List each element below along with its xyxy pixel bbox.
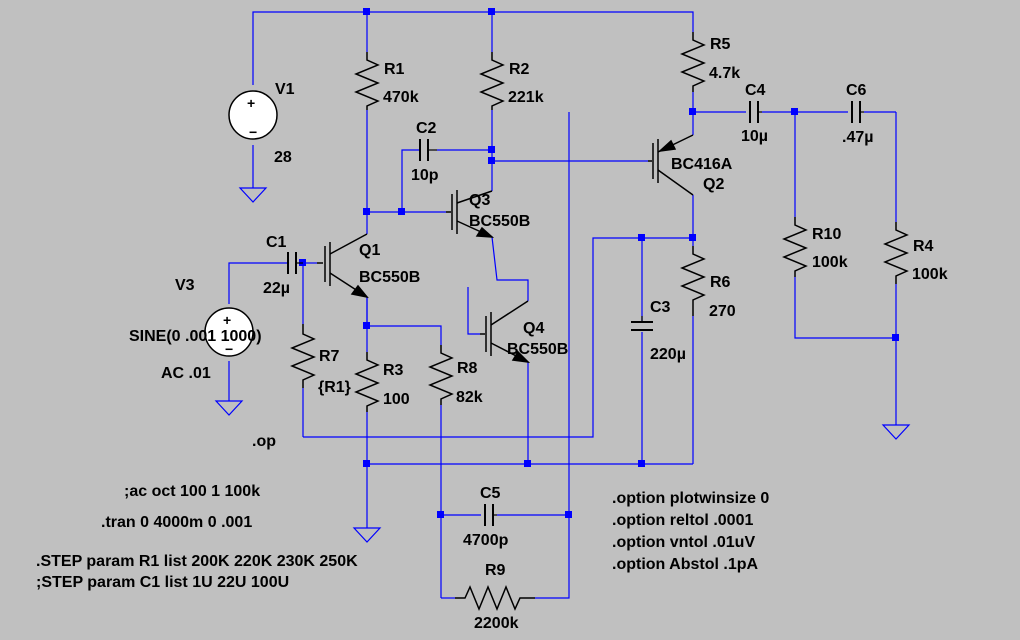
c2-value: 10p xyxy=(411,167,439,184)
svg-text:−: − xyxy=(225,341,233,357)
r1-name: R1 xyxy=(384,61,405,78)
c3-name: C3 xyxy=(650,299,671,316)
q4-name: Q4 xyxy=(523,320,544,337)
directive-tran: .tran 0 4000m 0 .001 xyxy=(101,514,252,531)
r8-value: 82k xyxy=(456,389,483,406)
v3-value: SINE(0 .001 1000) xyxy=(129,328,262,345)
q1-name: Q1 xyxy=(359,242,380,259)
r3-value: 100 xyxy=(383,391,410,408)
spice-directives: .op ;ac oct 100 1 100k .tran 0 4000m 0 .… xyxy=(36,433,769,591)
r8-name: R8 xyxy=(457,360,478,377)
directive-ac: ;ac oct 100 1 100k xyxy=(124,483,260,500)
r3-name: R3 xyxy=(383,362,404,379)
r5-name: R5 xyxy=(710,36,731,53)
c4-name: C4 xyxy=(745,82,766,99)
q1-model: BC550B xyxy=(359,269,420,286)
v3-name: V3 xyxy=(175,277,195,294)
directive-op: .op xyxy=(252,433,276,450)
r4-name: R4 xyxy=(913,238,934,255)
svg-text:+: + xyxy=(223,312,231,328)
r7-value: {R1} xyxy=(318,379,351,396)
svg-text:+: + xyxy=(247,95,255,111)
v3-ac: AC .01 xyxy=(161,365,211,382)
r6-value: 270 xyxy=(709,303,736,320)
c6-value: .47µ xyxy=(842,129,873,146)
c5-value: 4700p xyxy=(463,532,509,549)
directive-opt4: .option Abstol .1pA xyxy=(612,556,759,573)
r7-name: R7 xyxy=(319,348,340,365)
transistor-symbols xyxy=(317,134,694,364)
q2-model: BC416A xyxy=(671,156,733,173)
svg-text:−: − xyxy=(249,124,257,140)
ground-symbols xyxy=(214,187,911,543)
c1-name: C1 xyxy=(266,234,287,251)
r1-value: 470k xyxy=(383,89,419,106)
voltage-source-v3: + − xyxy=(204,307,254,357)
q4-model: BC550B xyxy=(507,341,568,358)
c3-value: 220µ xyxy=(650,346,686,363)
r10-name: R10 xyxy=(812,226,841,243)
directive-step1: .STEP param R1 list 200K 220K 230K 250K xyxy=(36,553,358,570)
wires xyxy=(228,11,897,599)
component-labels: V1 28 V3 SINE(0 .001 1000) AC .01 R1 470… xyxy=(129,36,948,632)
r2-value: 221k xyxy=(508,89,544,106)
capacitor-symbols xyxy=(287,101,861,526)
q3-name: Q3 xyxy=(469,192,490,209)
v1-value: 28 xyxy=(274,149,292,166)
r4-value: 100k xyxy=(912,266,948,283)
v1-name: V1 xyxy=(275,81,295,98)
voltage-source-v1: + − xyxy=(228,90,278,140)
directive-step2: ;STEP param C1 list 1U 22U 100U xyxy=(36,574,289,591)
capacitor-leads xyxy=(296,111,864,516)
r9-name: R9 xyxy=(485,562,506,579)
directive-opt2: .option reltol .0001 xyxy=(612,512,753,529)
r5-value: 4.7k xyxy=(709,65,740,82)
r6-name: R6 xyxy=(710,274,731,291)
q2-name: Q2 xyxy=(703,176,724,193)
c5-name: C5 xyxy=(480,485,501,502)
r10-value: 100k xyxy=(812,254,848,271)
resistor-symbols xyxy=(290,32,909,611)
q3-model: BC550B xyxy=(469,213,530,230)
c2-name: C2 xyxy=(416,120,437,137)
c4-value: 10µ xyxy=(741,128,768,145)
directive-opt1: .option plotwinsize 0 xyxy=(612,490,769,507)
junction-dots xyxy=(299,8,899,518)
c6-name: C6 xyxy=(846,82,867,99)
r2-name: R2 xyxy=(509,61,530,78)
c1-value: 22µ xyxy=(263,280,290,297)
r9-value: 2200k xyxy=(474,615,519,632)
directive-opt3: .option vntol .01uV xyxy=(612,534,755,551)
